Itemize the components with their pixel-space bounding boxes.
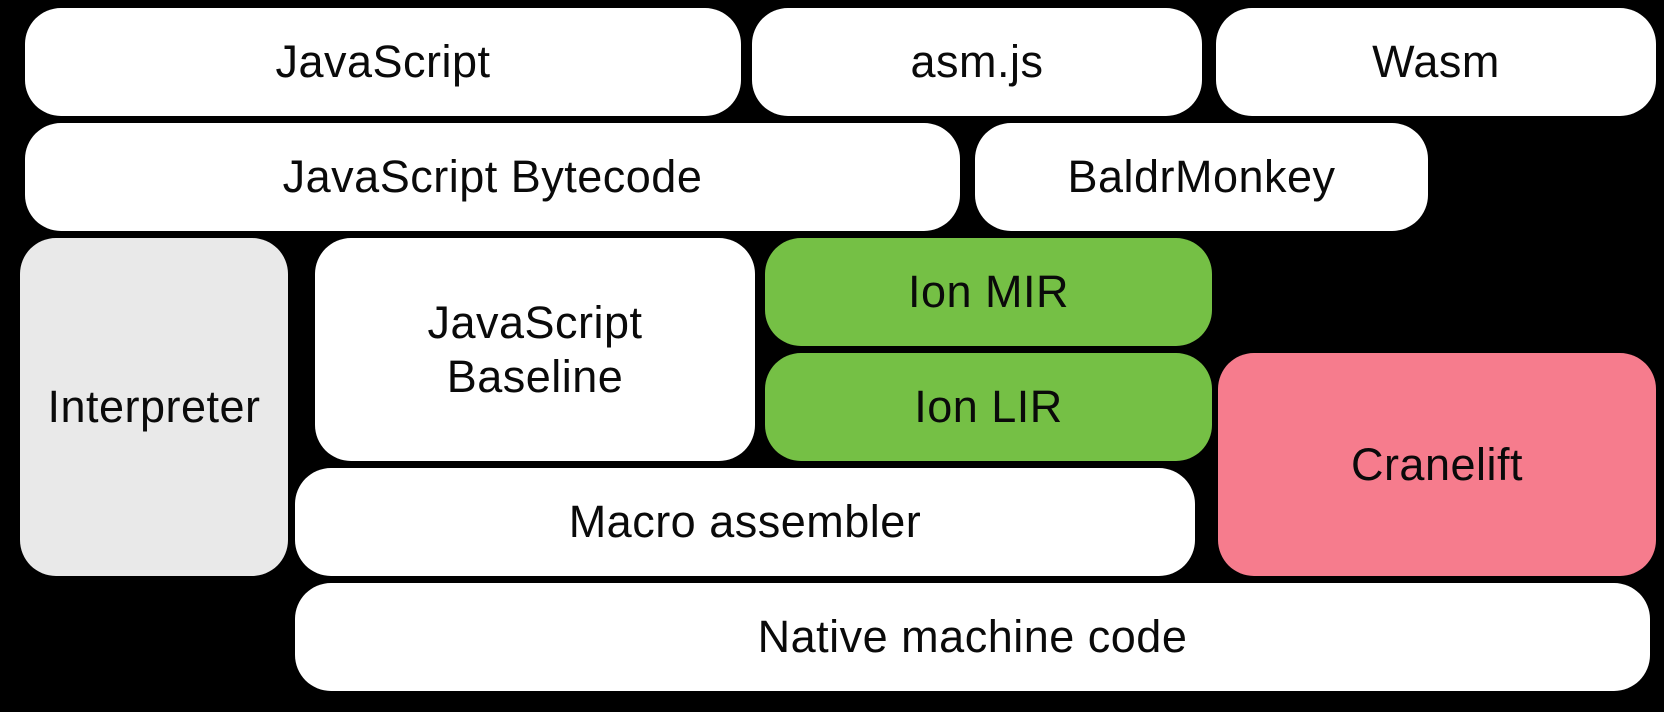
node-asm-js: asm.js <box>752 8 1202 116</box>
node-label-ion-lir: Ion LIR <box>914 381 1063 433</box>
node-native-machine-code: Native machine code <box>295 583 1650 691</box>
node-ion-lir: Ion LIR <box>765 353 1212 461</box>
node-baldrmonkey: BaldrMonkey <box>975 123 1428 231</box>
node-wasm: Wasm <box>1216 8 1656 116</box>
node-cranelift: Cranelift <box>1218 353 1656 576</box>
node-label-native-machine-code: Native machine code <box>757 611 1188 663</box>
node-label-javascript: JavaScript <box>275 36 491 88</box>
node-label-javascript-baseline: JavaScript Baseline <box>427 297 643 402</box>
node-label-ion-mir: Ion MIR <box>907 266 1070 318</box>
node-label-asm-js: asm.js <box>910 36 1044 88</box>
node-label-wasm: Wasm <box>1372 36 1500 88</box>
node-label-baldrmonkey: BaldrMonkey <box>1067 151 1336 203</box>
node-label-interpreter: Interpreter <box>47 381 261 433</box>
node-label-javascript-bytecode: JavaScript Bytecode <box>282 151 703 203</box>
node-label-cranelift: Cranelift <box>1350 438 1524 490</box>
node-javascript: JavaScript <box>25 8 741 116</box>
node-interpreter: Interpreter <box>20 238 288 576</box>
node-javascript-baseline: JavaScript Baseline <box>315 238 755 461</box>
node-macro-assembler: Macro assembler <box>295 468 1195 576</box>
node-ion-mir: Ion MIR <box>765 238 1212 346</box>
node-javascript-bytecode: JavaScript Bytecode <box>25 123 960 231</box>
node-label-macro-assembler: Macro assembler <box>568 496 922 548</box>
